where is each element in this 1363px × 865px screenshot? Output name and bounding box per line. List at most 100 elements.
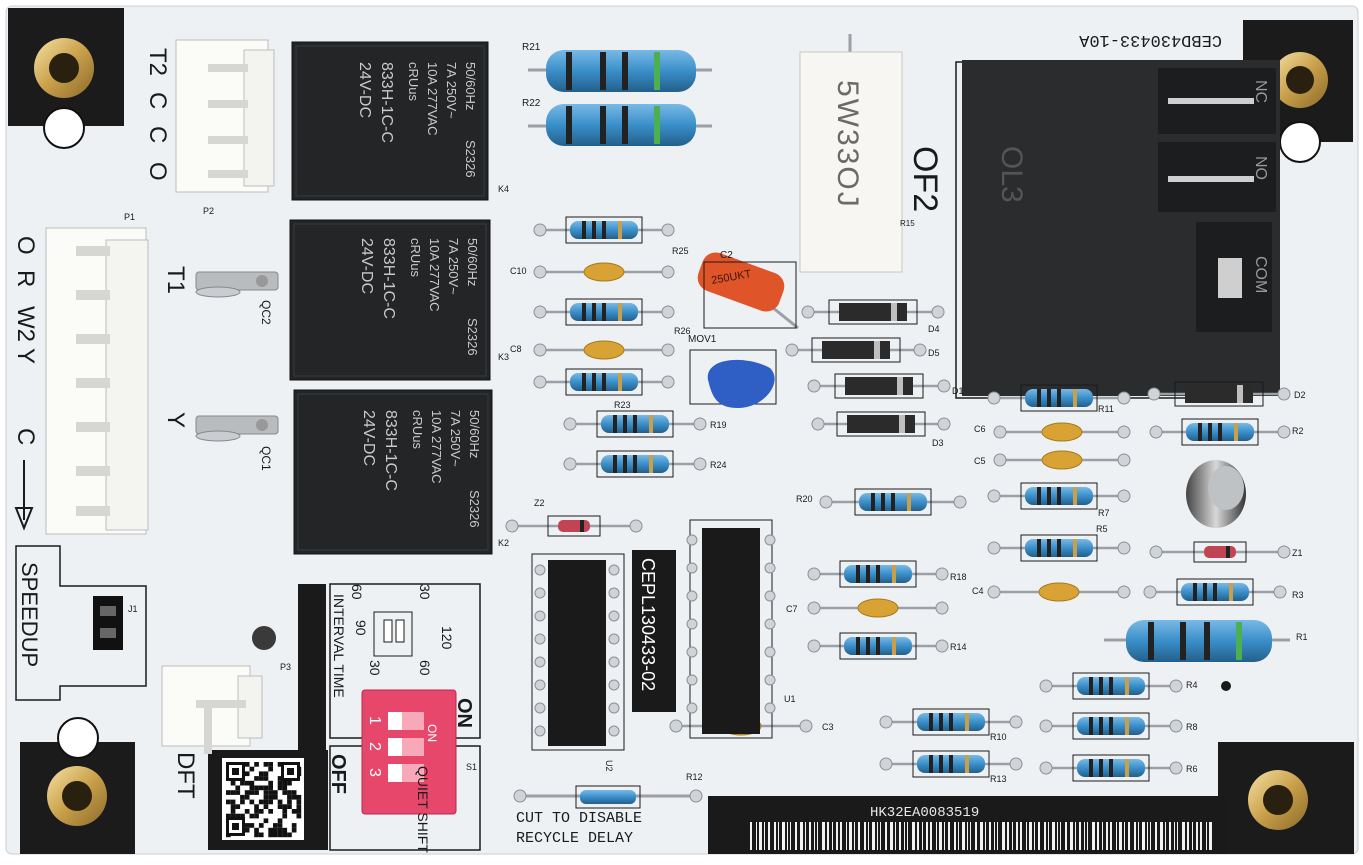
relay-k2-line-2: 7A 250V~	[448, 410, 463, 467]
speedup-label: SPEEDUP	[17, 562, 42, 667]
ref-c3: C3	[822, 722, 834, 732]
resistor-r22	[528, 104, 712, 146]
relay-k4-line-4: cRUus	[406, 62, 421, 102]
p1-pin-label-2: R	[12, 270, 39, 287]
barcode	[750, 822, 1212, 850]
component-r13: R13	[879, 750, 1023, 784]
ref-p2: P2	[203, 206, 214, 216]
ref-r21: R21	[522, 42, 541, 53]
ref-r15: R15	[900, 219, 915, 228]
cut-label-line-1: CUT TO DISABLE	[516, 810, 642, 827]
dip-quiet-shift: QUIET SHIFT	[415, 766, 431, 853]
dip-off-title: OFF	[327, 754, 349, 794]
main-relay-side-label: OF2	[906, 146, 944, 212]
relay-k3-line-6: 24V-DC	[358, 238, 375, 294]
board-dot	[1221, 681, 1231, 691]
main-relay-terminal-nc: NC	[1252, 80, 1269, 103]
cut-label-line-2: RECYCLE DELAY	[516, 830, 633, 847]
p3-post	[252, 626, 276, 650]
main-power-relay	[955, 60, 1280, 399]
p2-pin-label-2: C	[144, 92, 171, 109]
ic-pins	[534, 534, 776, 737]
component-d2: D2	[1147, 381, 1306, 407]
main-relay-terminal-com: COM	[1252, 256, 1269, 293]
dip-interval-value-2: 60	[349, 584, 365, 600]
ref-r25: R25	[672, 246, 689, 256]
dip-switch-number-3: 3	[366, 768, 383, 777]
ref-k2: K2	[498, 538, 509, 548]
relay-k3-line-3: 10A 277VAC	[427, 238, 442, 311]
component-r26: R26	[533, 298, 691, 336]
arrow-down-icon	[14, 460, 34, 531]
component-d4: D4	[801, 299, 945, 334]
ref-r13: R13	[990, 774, 1007, 784]
ref-r1: R1	[1296, 632, 1308, 642]
resistor-r12-jumper	[513, 785, 703, 809]
relay-k3-line-4: cRUus	[408, 238, 423, 278]
dip-interval-value-4: 120	[439, 626, 455, 650]
ref-r18: R18	[950, 572, 967, 582]
terminal-qc2[interactable]	[195, 271, 279, 298]
ref-r10: R10	[990, 732, 1007, 742]
component-r14: R14	[807, 632, 967, 660]
ref-d4: D4	[928, 324, 940, 334]
terminal-t1-label: T1	[162, 266, 189, 294]
ref-c7: C7	[786, 604, 798, 614]
ref-k3: K3	[498, 352, 509, 362]
electrolytic-capacitor	[1186, 460, 1246, 528]
relay-k4	[291, 41, 489, 201]
dip-interval-value-3: 90	[353, 620, 369, 636]
speedup-outline	[15, 545, 147, 701]
ref-u2: U2	[604, 760, 614, 772]
ref-p1: P1	[124, 212, 135, 222]
ref-c6: C6	[974, 424, 986, 434]
dip-on-title: ON	[453, 698, 475, 728]
ref-r26: R26	[674, 326, 691, 336]
component-z1: Z1	[1149, 541, 1303, 563]
ref-r3: R3	[1292, 590, 1304, 600]
component-c10: C10	[510, 262, 675, 282]
relay-k2-line-5: 833H-1C-C	[382, 410, 399, 491]
relay-k4-line-6: 24V-DC	[356, 62, 373, 118]
component-r23: R23	[533, 368, 675, 410]
cement-resistor-r15	[799, 34, 903, 273]
p1-pin-label-5: C	[12, 428, 39, 445]
component-d3: D3	[811, 411, 951, 448]
ref-r4: R4	[1186, 680, 1198, 690]
capacitor-c2	[697, 252, 799, 330]
speedup-jumper-j1[interactable]	[93, 596, 123, 650]
ref-s1: S1	[466, 762, 477, 772]
ref-c5: C5	[974, 456, 986, 466]
dip-switch-number-1: 1	[366, 716, 383, 725]
ref-r5: R5	[1096, 524, 1108, 534]
ref-mov1: MOV1	[688, 334, 717, 345]
component-c8: C8	[510, 340, 675, 360]
resistor-r1: R1	[1104, 620, 1308, 662]
dip-levers	[388, 712, 424, 782]
ref-c2: C2	[720, 250, 733, 261]
ref-d2: D2	[1294, 390, 1306, 400]
ref-r12: R12	[686, 772, 703, 782]
component-r3: R3	[1143, 578, 1304, 606]
ic-label-plate	[632, 550, 676, 712]
ref-r20: R20	[796, 494, 813, 504]
ref-d3: D3	[932, 438, 944, 448]
ref-c4: C4	[972, 586, 984, 596]
p1-pin-label-3: W2	[12, 306, 39, 342]
ref-qc1: QC1	[259, 446, 273, 471]
main-relay-terminal-no: NO	[1252, 156, 1269, 180]
relay-k3-line-1: 50/60Hz	[465, 238, 480, 286]
component-r2: R2	[1149, 418, 1304, 446]
relay-k4-line-3: 10A 277VAC	[425, 62, 440, 135]
serial-number: HK32EA0083519	[870, 805, 979, 821]
component-r4: R4	[1039, 672, 1198, 700]
ref-d1: D1	[952, 386, 964, 396]
dip-switch-number-2: 2	[366, 742, 383, 751]
terminal-qc1[interactable]	[195, 415, 279, 442]
relay-k3-line-5: 833H-1C-C	[380, 238, 397, 319]
ref-r7: R7	[1098, 508, 1110, 518]
dft-connector[interactable]	[161, 665, 263, 754]
relay-k3	[289, 219, 491, 381]
component-c6: C6	[974, 422, 1131, 442]
ref-z2: Z2	[534, 498, 545, 508]
